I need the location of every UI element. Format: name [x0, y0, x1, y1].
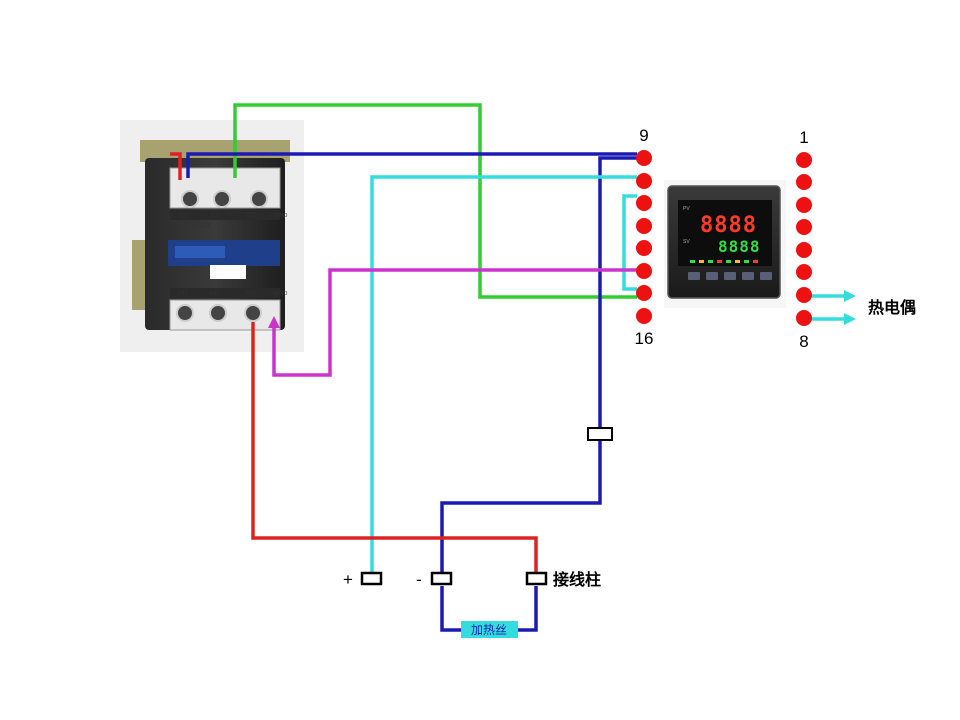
- plus-post: [360, 571, 383, 586]
- top-terminal-label-2: 3 L2: [210, 213, 220, 219]
- pv-display: 8888: [700, 213, 757, 238]
- terminal-label-16: 16: [635, 329, 654, 348]
- aux-bottom-label: 14 NO: [273, 291, 288, 297]
- binding-post: [525, 571, 548, 586]
- left-terminal-column: [636, 150, 652, 324]
- terminal-16: [636, 308, 652, 324]
- heater-box: [461, 621, 518, 638]
- minus-label: -: [416, 570, 422, 589]
- heater-label: 加热丝: [471, 623, 507, 637]
- terminal-5: [796, 242, 812, 258]
- binding-post-label: 接线柱: [553, 570, 601, 589]
- indicator-leds: [690, 260, 758, 263]
- terminal-11: [636, 195, 652, 211]
- magenta-arrowhead: [268, 316, 280, 328]
- terminal-12: [636, 218, 652, 234]
- right-terminal-column: [796, 152, 812, 326]
- terminal-label-9: 9: [639, 126, 648, 145]
- contactor: 1 L1 3 L2 5 L3 13 NO CJX2-D5011 2 T1 4 T…: [120, 120, 304, 352]
- terminal-3: [796, 197, 812, 213]
- pv-label: PV: [683, 206, 690, 212]
- controller-key-3[interactable]: [724, 272, 736, 280]
- terminal-7: [796, 287, 812, 303]
- plus-label: +: [343, 570, 353, 589]
- bottom-terminal-label-3: 6 T3: [246, 291, 256, 297]
- cyan-wire: [370, 175, 637, 572]
- terminal-8: [796, 310, 812, 326]
- thermocouple-label: 热电偶: [868, 298, 916, 317]
- controller-key-2[interactable]: [706, 272, 718, 280]
- temperature-controller: PV 8888 SV 8888: [664, 180, 786, 308]
- blue-wire-down: [598, 156, 637, 428]
- blue-wire-top: [186, 152, 637, 178]
- terminal-14: [636, 263, 652, 279]
- terminal-15: [636, 285, 652, 301]
- controller-key-1[interactable]: [688, 272, 700, 280]
- sv-display: 8888: [718, 237, 761, 256]
- nameplate: [210, 265, 246, 279]
- red-wire: [251, 322, 538, 572]
- minus-post: [430, 571, 453, 586]
- red-wire-top-stub: [170, 152, 182, 180]
- terminal-10: [636, 173, 652, 189]
- cyan-jumper: [622, 194, 637, 291]
- terminal-6: [796, 264, 812, 280]
- blue-wire-to-minus: [440, 440, 602, 572]
- bottom-terminal-label-2: 4 T2: [210, 291, 220, 297]
- terminal-label-8: 8: [799, 332, 808, 351]
- magenta-wire: [272, 268, 637, 377]
- terminal-4: [796, 219, 812, 235]
- top-terminal-label-1: 1 L1: [178, 213, 188, 219]
- aux-top-label: 13 NO: [273, 213, 288, 219]
- contactor-model: CJX2-D5011: [176, 223, 211, 229]
- terminal-2: [796, 174, 812, 190]
- sv-label: SV: [683, 239, 690, 245]
- controller-key-4[interactable]: [742, 272, 754, 280]
- controller-key-5[interactable]: [760, 272, 772, 280]
- wires: [170, 103, 856, 632]
- fuse: [587, 427, 613, 441]
- terminal-13: [636, 240, 652, 256]
- top-terminal-label-3: 5 L3: [246, 213, 256, 219]
- bottom-terminal-label-1: 2 T1: [178, 291, 188, 297]
- terminal-9: [636, 150, 652, 166]
- green-wire: [233, 103, 637, 299]
- terminal-1: [796, 152, 812, 168]
- mounting-bracket: [140, 140, 290, 162]
- terminal-label-1: 1: [799, 128, 808, 147]
- controller-display: [678, 200, 772, 266]
